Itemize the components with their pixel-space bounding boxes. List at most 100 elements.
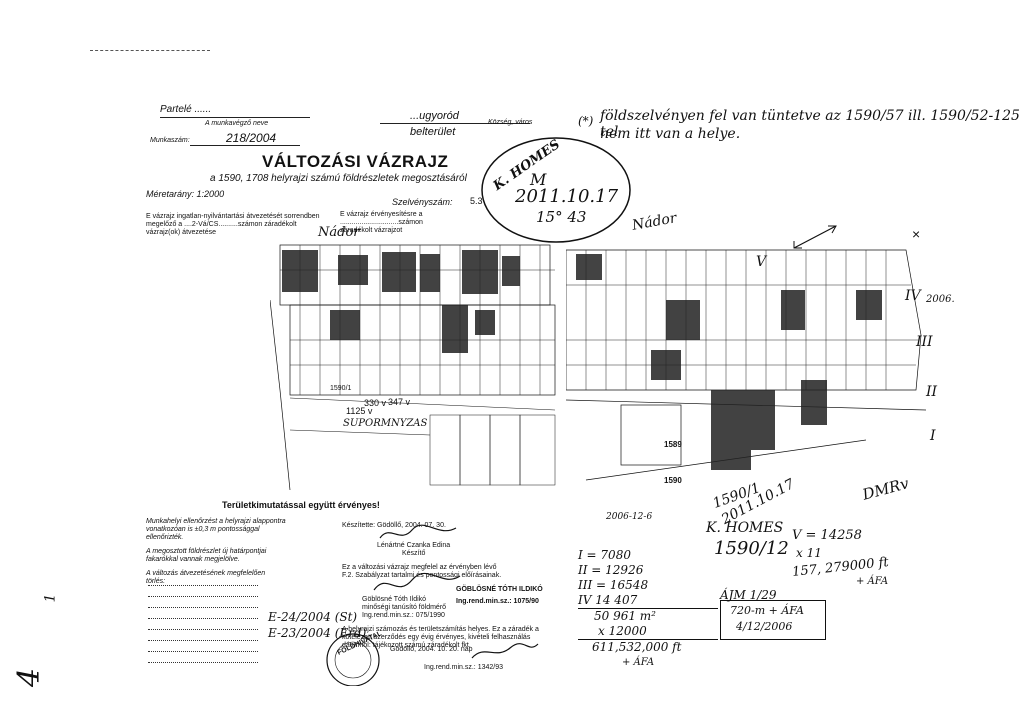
license-value: 075/1990 xyxy=(415,612,445,619)
municipality: ...ugyoród xyxy=(410,110,459,122)
parcel-label: 330 v xyxy=(364,398,387,408)
footer-note: Munkahelyi ellenőrzést a helyrajzi alapp… xyxy=(146,518,286,525)
hand-total-rate: x 12000 xyxy=(598,624,647,638)
roman-label: V xyxy=(756,254,767,270)
hand-total-amount: 611,532,000 ft xyxy=(578,639,718,655)
municipality-underline xyxy=(380,123,530,124)
cert-line: Ez a változási vázrajz megfelel az érvén… xyxy=(342,564,497,571)
place-date: Gödöllő, 2004. 10. 20. nap xyxy=(390,646,473,653)
checker-role: minőségi tanúsító földmérő xyxy=(362,604,447,611)
sign-code: Ing.rend.min.sz.: 1342/93 xyxy=(424,664,503,671)
margin-mark: 4 xyxy=(12,667,48,688)
footer-note: vonatkozóan is ±0,3 m pontossággal ellen… xyxy=(146,526,260,541)
notes-left-line: E vázrajz ingatlan-nyilvántartási átveze… xyxy=(146,213,320,220)
label-1589: 1589 xyxy=(664,440,682,449)
cadastral-map-right xyxy=(566,249,927,481)
date-value: Gödöllő, 2004. 07. 30. xyxy=(377,522,446,529)
maker-role: Készítő xyxy=(402,550,426,557)
hand-total-line: I = 7080 xyxy=(578,548,631,562)
signature-mark xyxy=(373,573,461,591)
county-caption: A munkavégző neve xyxy=(205,120,269,127)
roman-label: II xyxy=(926,384,938,400)
cert-line: F.2. Szabályzat tartalmi és pontossági e… xyxy=(342,572,502,579)
cadastral-map-left xyxy=(270,244,556,490)
scale-value: 1:2000 xyxy=(196,189,225,199)
job-underline xyxy=(190,145,300,146)
area-type: belterület xyxy=(410,126,456,138)
hand-date-label: 2006-12-6 xyxy=(606,512,653,522)
hand-k-homes: K. HOMES xyxy=(706,520,784,536)
annotation-marker: (*) xyxy=(578,114,594,128)
footer-mid: Készítette: Gödöllő, 2004. 07. 30. Lénár… xyxy=(342,522,542,650)
notes-left: E vázrajz ingatlan-nyilvántartási átveze… xyxy=(146,213,336,237)
page-subtitle: a 1590, 1708 helyrajzi számú földrészlet… xyxy=(210,173,467,184)
road-label: 1590/1 xyxy=(330,385,352,392)
stamp-text-3: 2011.10.17 xyxy=(515,186,619,207)
county-label: Partelé ...... xyxy=(160,104,212,115)
license-label: Ing.rend.min.sz.: xyxy=(362,612,414,619)
roman-label: I xyxy=(930,428,936,444)
parcel-label: 1125 v xyxy=(346,406,373,416)
footer-left-notes: Munkahelyi ellenőrzést a helyrajzi alapp… xyxy=(146,518,286,586)
footer-note: fakarókkal vannak megjelölve. xyxy=(146,556,240,563)
roman-label-note: 2006. xyxy=(926,294,955,305)
hand-box-note-2: 720-m + ÁFA xyxy=(730,604,804,617)
notes-mid: E vázrajz érvényesítésre a .............… xyxy=(340,211,490,235)
notes-left-line: megelőző a ....2-Vá/CS..........számon z… xyxy=(146,221,297,228)
hand-v-line: V = 14258 xyxy=(792,528,862,543)
notes-mid-line: E vázrajz érvényesítésre a .............… xyxy=(340,211,423,226)
footer-note: A változás átvezetésének megfelelően xyxy=(146,570,266,577)
hand-total-line: II = 12926 xyxy=(578,563,644,577)
municipality-caption: Község, város xyxy=(488,119,533,126)
notes-left-line: vázrajz(ok) átvezetése xyxy=(146,229,217,236)
roman-label: IV xyxy=(905,288,921,304)
hand-afa-1: + ÁFA xyxy=(856,576,889,587)
page-fold-line xyxy=(560,140,564,700)
annotation-line-2: nem itt van a helye. xyxy=(600,126,741,142)
survey-label: Szelvényszám: xyxy=(392,197,453,207)
checker-name-right: GÖBLÖSNÉ TÓTH ILDIKÓ xyxy=(456,586,543,593)
stamp-text-4: 15° 43 xyxy=(536,208,587,226)
hand-box-note-3: 4/12/2006 xyxy=(736,620,793,633)
street-label: SUPORMNYZAS xyxy=(343,418,428,429)
hand-totals: I = 7080 II = 12926 III = 16548 IV 14 40… xyxy=(578,548,718,670)
survey-number: 5.3 xyxy=(470,196,483,206)
office-stamp xyxy=(326,633,380,686)
double-arrow-icon xyxy=(793,225,837,249)
hand-box-note-1: ÁJM 1/29 xyxy=(720,588,777,602)
job-number: 218/2004 xyxy=(226,131,277,145)
survey-line: Szelvényszám: xyxy=(392,197,453,207)
label-1590: 1590 xyxy=(664,476,682,485)
footer-note: A megosztott földrészlet új határpontjai xyxy=(146,548,267,555)
date-label: Készítette: xyxy=(342,522,376,529)
margin-note: 1 xyxy=(42,593,59,603)
license-right: Ing.rend.min.sz.: 1075/90 xyxy=(456,598,539,605)
x-mark-icon: × xyxy=(912,226,921,242)
county-underline xyxy=(160,117,310,118)
validity-note: Területkimutatással együtt érvényes! xyxy=(222,500,380,510)
hand-total-line: IV 14 407 xyxy=(578,593,638,607)
hand-total-sum: 50 961 m² xyxy=(578,608,718,624)
label-nador-left: Nádor xyxy=(318,225,360,240)
roman-label: III xyxy=(916,334,933,350)
hand-total-afa: + ÁFA xyxy=(622,657,655,668)
label-nador-right: Nádor xyxy=(630,210,678,234)
scan-mark-top xyxy=(90,50,210,51)
maker-name: Lénártné Czanka Edina xyxy=(377,542,451,549)
code-line-1: E-24/2004 (St) xyxy=(268,610,358,624)
notes-mid-line: záradékolt vázrajzot xyxy=(340,227,403,234)
checker-name: Göblösné Tóth Ildikó xyxy=(362,596,427,603)
signature-mark xyxy=(379,524,457,539)
county-field: Partelé ...... xyxy=(160,104,310,115)
legal-line: kötelezett szerződés egy évig érvényes, … xyxy=(342,634,531,641)
parcel-label: 347 v xyxy=(388,397,411,407)
signature-mark xyxy=(471,643,539,659)
annotation-line-1: földszelvényen fel van tüntetve az 1590/… xyxy=(600,108,1020,140)
page-title: VÁLTOZÁSI VÁZRAJZ xyxy=(262,152,449,171)
job-number-label: Munkaszám: xyxy=(150,137,190,144)
scale-label: Méretarány: xyxy=(146,189,195,199)
legal-line: dátumtól: tájékozott számú záradékolt fk… xyxy=(342,642,471,649)
hand-k-homes-ref: 1590/12 xyxy=(714,538,789,559)
scale-line: Méretarány: 1:2000 xyxy=(146,189,224,199)
hand-box xyxy=(720,600,826,640)
